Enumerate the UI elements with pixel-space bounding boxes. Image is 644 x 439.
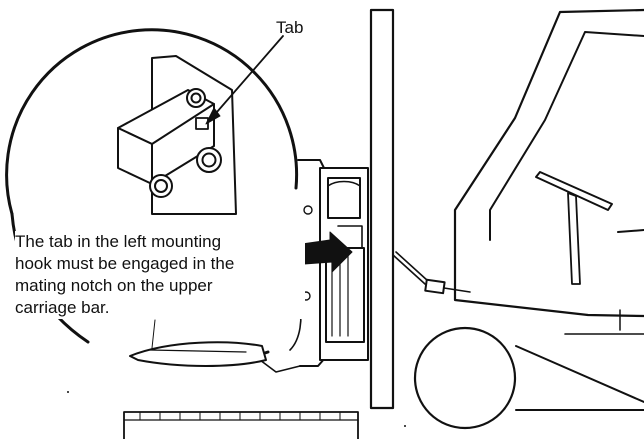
caption-line: mating notch on the upper — [15, 276, 213, 295]
fork-tip — [129, 319, 267, 367]
mounting-hook-detail — [117, 55, 237, 215]
callout-leader — [205, 35, 284, 125]
steering-wheel — [535, 171, 613, 285]
scan-specks — [67, 391, 406, 427]
engagement-arrow — [301, 231, 353, 273]
figure-caption: The tab in the left mounting hook must b… — [15, 231, 305, 319]
tab-label: Tab — [276, 18, 304, 37]
forklift-wheel — [413, 326, 644, 430]
caption-line: carriage bar. — [15, 298, 110, 317]
mast-upright — [369, 8, 395, 410]
caption-line: hook must be engaged in the — [15, 254, 235, 273]
forklift-cab — [453, 8, 644, 331]
caption-line: The tab in the left mounting — [15, 232, 222, 251]
tilt-cylinder — [392, 251, 471, 295]
pallet-outline — [123, 411, 359, 439]
